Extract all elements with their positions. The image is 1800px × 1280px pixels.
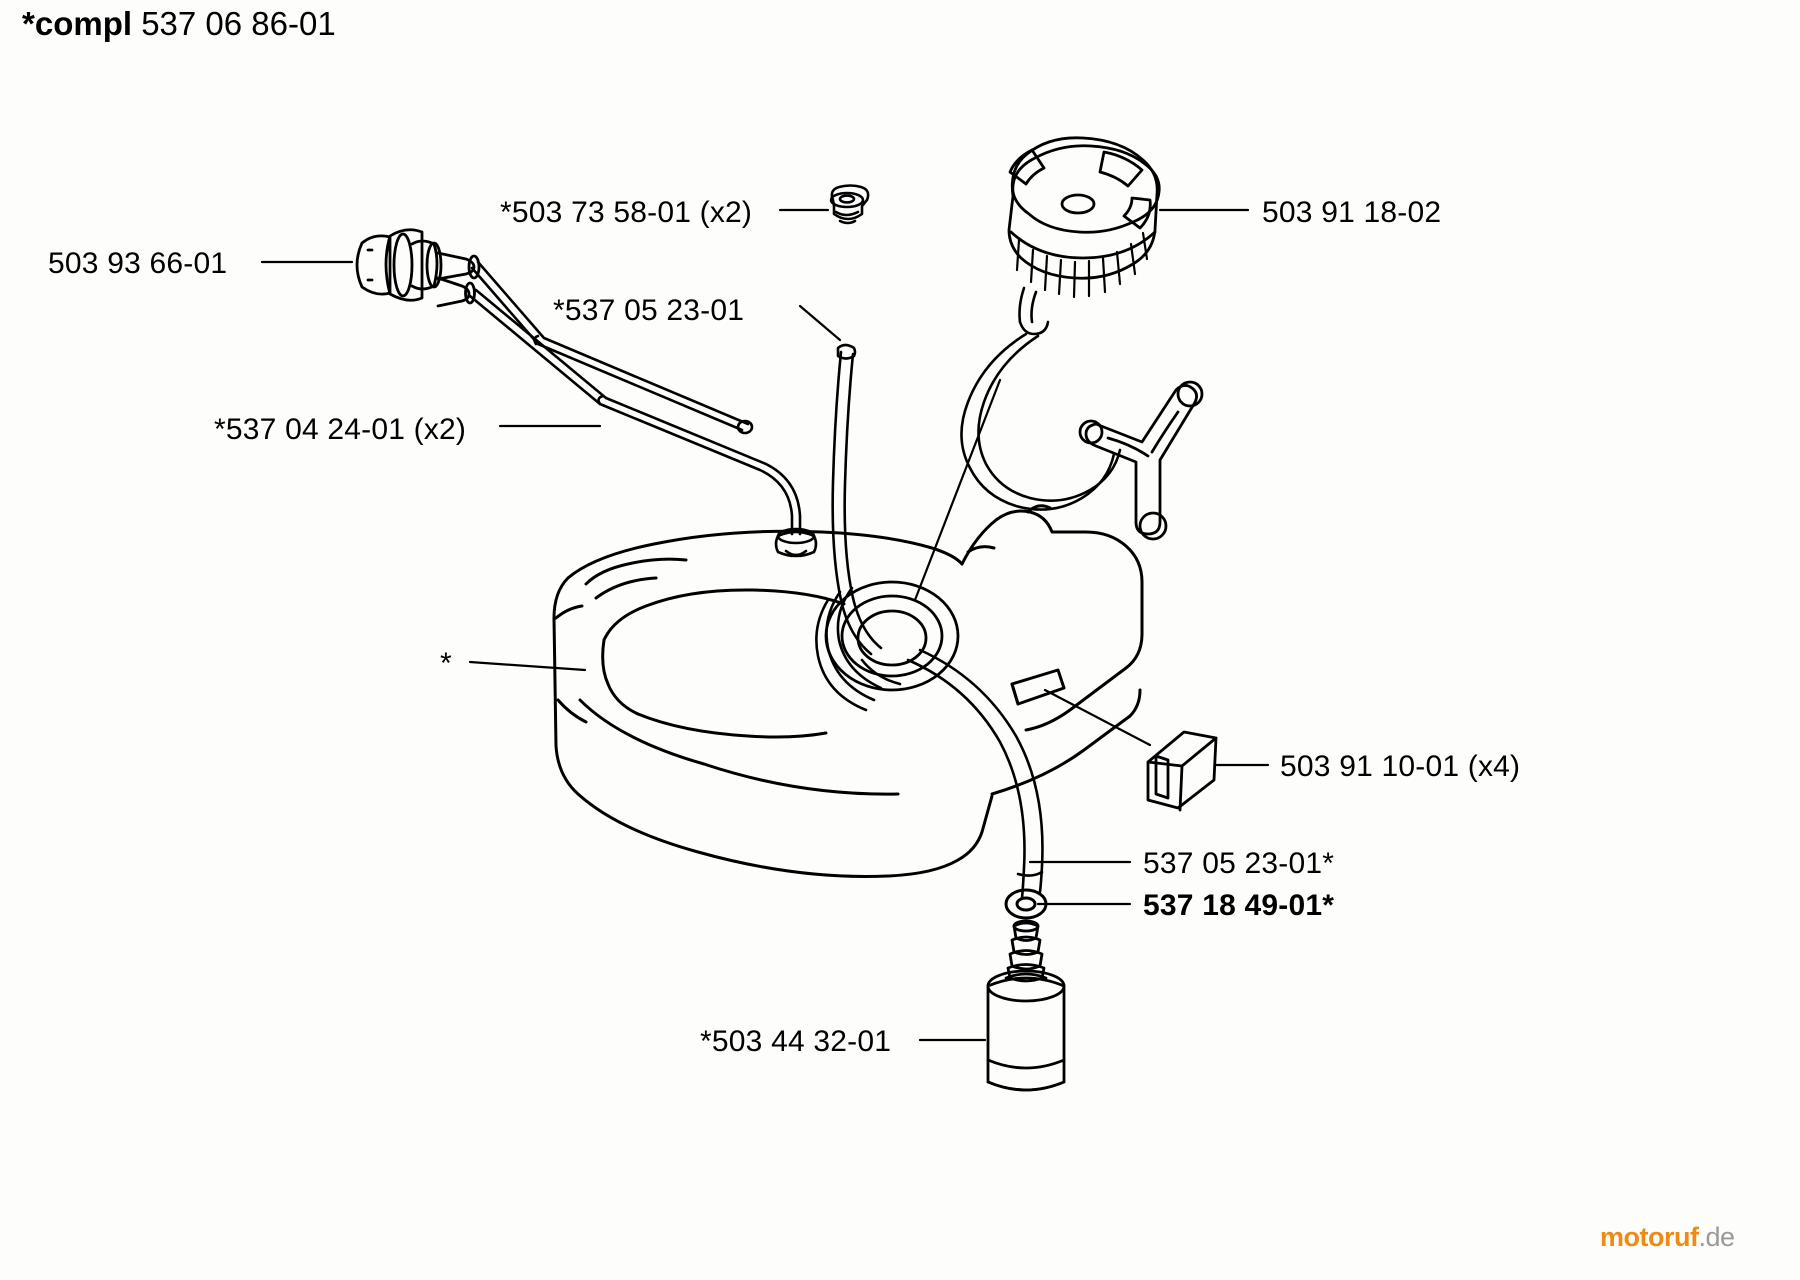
label-fuel-filter: *503 44 32-01 [700,1025,892,1058]
leader-lines [260,208,1270,1042]
label-cable-assembly: 503 93 66-01 [48,247,228,280]
fuel-tank-part [552,504,1144,878]
fuel-hose-top-part [831,343,883,656]
fuel-filter-part [986,919,1066,1092]
label-rubber-plug: 503 91 10-01 (x4) [1280,750,1521,783]
label-rods: *537 04 24-01 (x2) [214,413,467,446]
cap-tether-part [960,286,1122,511]
label-rods-qty: (x2) [413,413,467,446]
fuel-hose-bottom-part [906,648,1044,900]
page-title: *compl 537 06 86-01 [22,5,336,43]
cable-grommet-part [355,228,481,308]
label-tank-asterisk: * [440,647,452,680]
label-rubber-plug-qty: (x4) [1467,750,1521,783]
watermark-motoruf: motoruf.de [1600,1222,1735,1253]
small-grommet-part [829,184,870,225]
label-fuel-hose-top: *537 05 23-01 [553,294,745,327]
label-fuel-hose-bottom: 537 05 23-01* [1143,847,1335,880]
watermark-brand: motoruf [1600,1222,1699,1252]
rubber-plug-part [1146,730,1218,812]
page-title-prefix: *compl [22,5,133,42]
page-title-part-number: 537 06 86-01 [141,5,336,42]
label-fuel-cap: 503 91 18-02 [1262,196,1442,229]
label-grommet-small: *503 73 58-01 (x2) [500,196,753,229]
rod-linkages-part [468,260,818,558]
label-o-ring: 537 18 49-01* [1143,889,1335,922]
watermark-tld: .de [1698,1222,1735,1252]
retainer-bracket-part [1078,380,1204,541]
o-ring-part [1004,888,1048,920]
fuel-cap-part [1007,136,1161,299]
label-grommet-small-qty: (x2) [699,196,753,229]
